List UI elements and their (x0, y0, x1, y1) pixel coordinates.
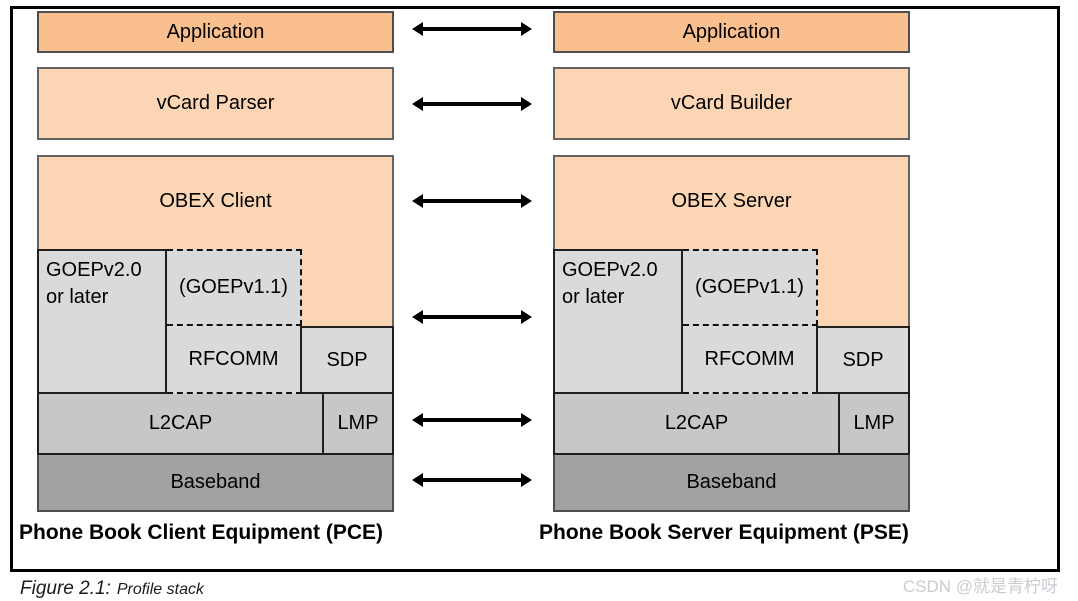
pce-l2cap-box: L2CAP (37, 394, 324, 455)
figure-border (10, 6, 1060, 572)
pse-goepv20-label-line2: or later (562, 286, 625, 308)
vcard-link-arrow-icon (412, 97, 532, 111)
baseband-link-arrow-icon (412, 473, 532, 487)
l2cap-link-arrow-icon (412, 413, 532, 427)
pce-goepv20-box: GOEPv2.0 or later (37, 249, 167, 394)
obex-link-arrow-icon (412, 194, 532, 208)
pse-stack: Application vCard Builder OBEX Server GO… (553, 11, 910, 512)
pce-lmp-label: LMP (337, 412, 379, 434)
pce-vcard-parser-box: vCard Parser (37, 67, 394, 140)
pse-baseband-box: Baseband (553, 455, 910, 512)
pce-caption: Phone Book Client Equipment (PCE) (19, 521, 384, 544)
arrow-shaft (421, 418, 523, 422)
pse-application-label: Application (682, 20, 781, 43)
pce-baseband-box: Baseband (37, 455, 394, 512)
pce-sdp-box: SDP (302, 326, 394, 394)
pse-baseband-label: Baseband (686, 471, 777, 493)
pce-goepv20-label-line2: or later (46, 286, 109, 308)
pse-l2cap-label: L2CAP (664, 412, 729, 434)
pce-application-box: Application (37, 11, 394, 53)
pse-rfcomm-box: RFCOMM (683, 326, 818, 394)
pse-vcard-builder-label: vCard Builder (670, 92, 793, 114)
pce-goepv20-label-line1: GOEPv2.0 (46, 259, 142, 281)
csdn-watermark: CSDN @就是青柠呀 (902, 577, 1058, 596)
pce-goepv11-box: (GOEPv1.1) (167, 249, 302, 326)
arrow-shaft (421, 102, 523, 106)
pce-l2cap-label: L2CAP (148, 412, 213, 434)
pse-sdp-box: SDP (818, 326, 910, 394)
pse-application-box: Application (553, 11, 910, 53)
pse-obex-server-label: OBEX Server (671, 190, 792, 212)
arrow-shaft (421, 199, 523, 203)
pse-l2cap-box: L2CAP (553, 394, 840, 455)
arrow-shaft (421, 478, 523, 482)
pse-caption: Phone Book Server Equipment (PSE) (539, 521, 909, 544)
pse-rfcomm-label: RFCOMM (704, 347, 795, 370)
pce-baseband-label: Baseband (170, 471, 261, 493)
figure-caption: Figure 2.1: Profile stack (20, 578, 204, 600)
pce-obex-client-label: OBEX Client (159, 190, 272, 212)
pse-goepv11-box: (GOEPv1.1) (683, 249, 818, 326)
pse-goepv20-box: GOEPv2.0 or later (553, 249, 683, 394)
figure-caption-number: Figure 2.1: (20, 578, 111, 599)
pce-vcard-parser-label: vCard Parser (156, 92, 275, 114)
pce-lmp-box: LMP (324, 394, 394, 455)
pce-sdp-label: SDP (326, 348, 368, 371)
pce-goepv11-label: (GOEPv1.1) (179, 276, 288, 298)
goep-link-arrow-icon (412, 310, 532, 324)
pce-application-label: Application (166, 20, 265, 43)
pce-stack: Application vCard Parser OBEX Client GOE… (37, 11, 394, 512)
pse-goepv20-label-line1: GOEPv2.0 (562, 259, 658, 281)
arrow-shaft (421, 315, 523, 319)
pce-rfcomm-label: RFCOMM (188, 347, 279, 370)
pse-lmp-box: LMP (840, 394, 910, 455)
pse-goepv11-label: (GOEPv1.1) (695, 276, 804, 298)
application-link-arrow-icon (412, 22, 532, 36)
pse-vcard-builder-box: vCard Builder (553, 67, 910, 140)
figure-caption-title: Profile stack (116, 581, 204, 598)
pse-sdp-label: SDP (842, 348, 884, 371)
pse-lmp-label: LMP (853, 412, 895, 434)
pce-rfcomm-box: RFCOMM (167, 326, 302, 394)
arrow-shaft (421, 27, 523, 31)
